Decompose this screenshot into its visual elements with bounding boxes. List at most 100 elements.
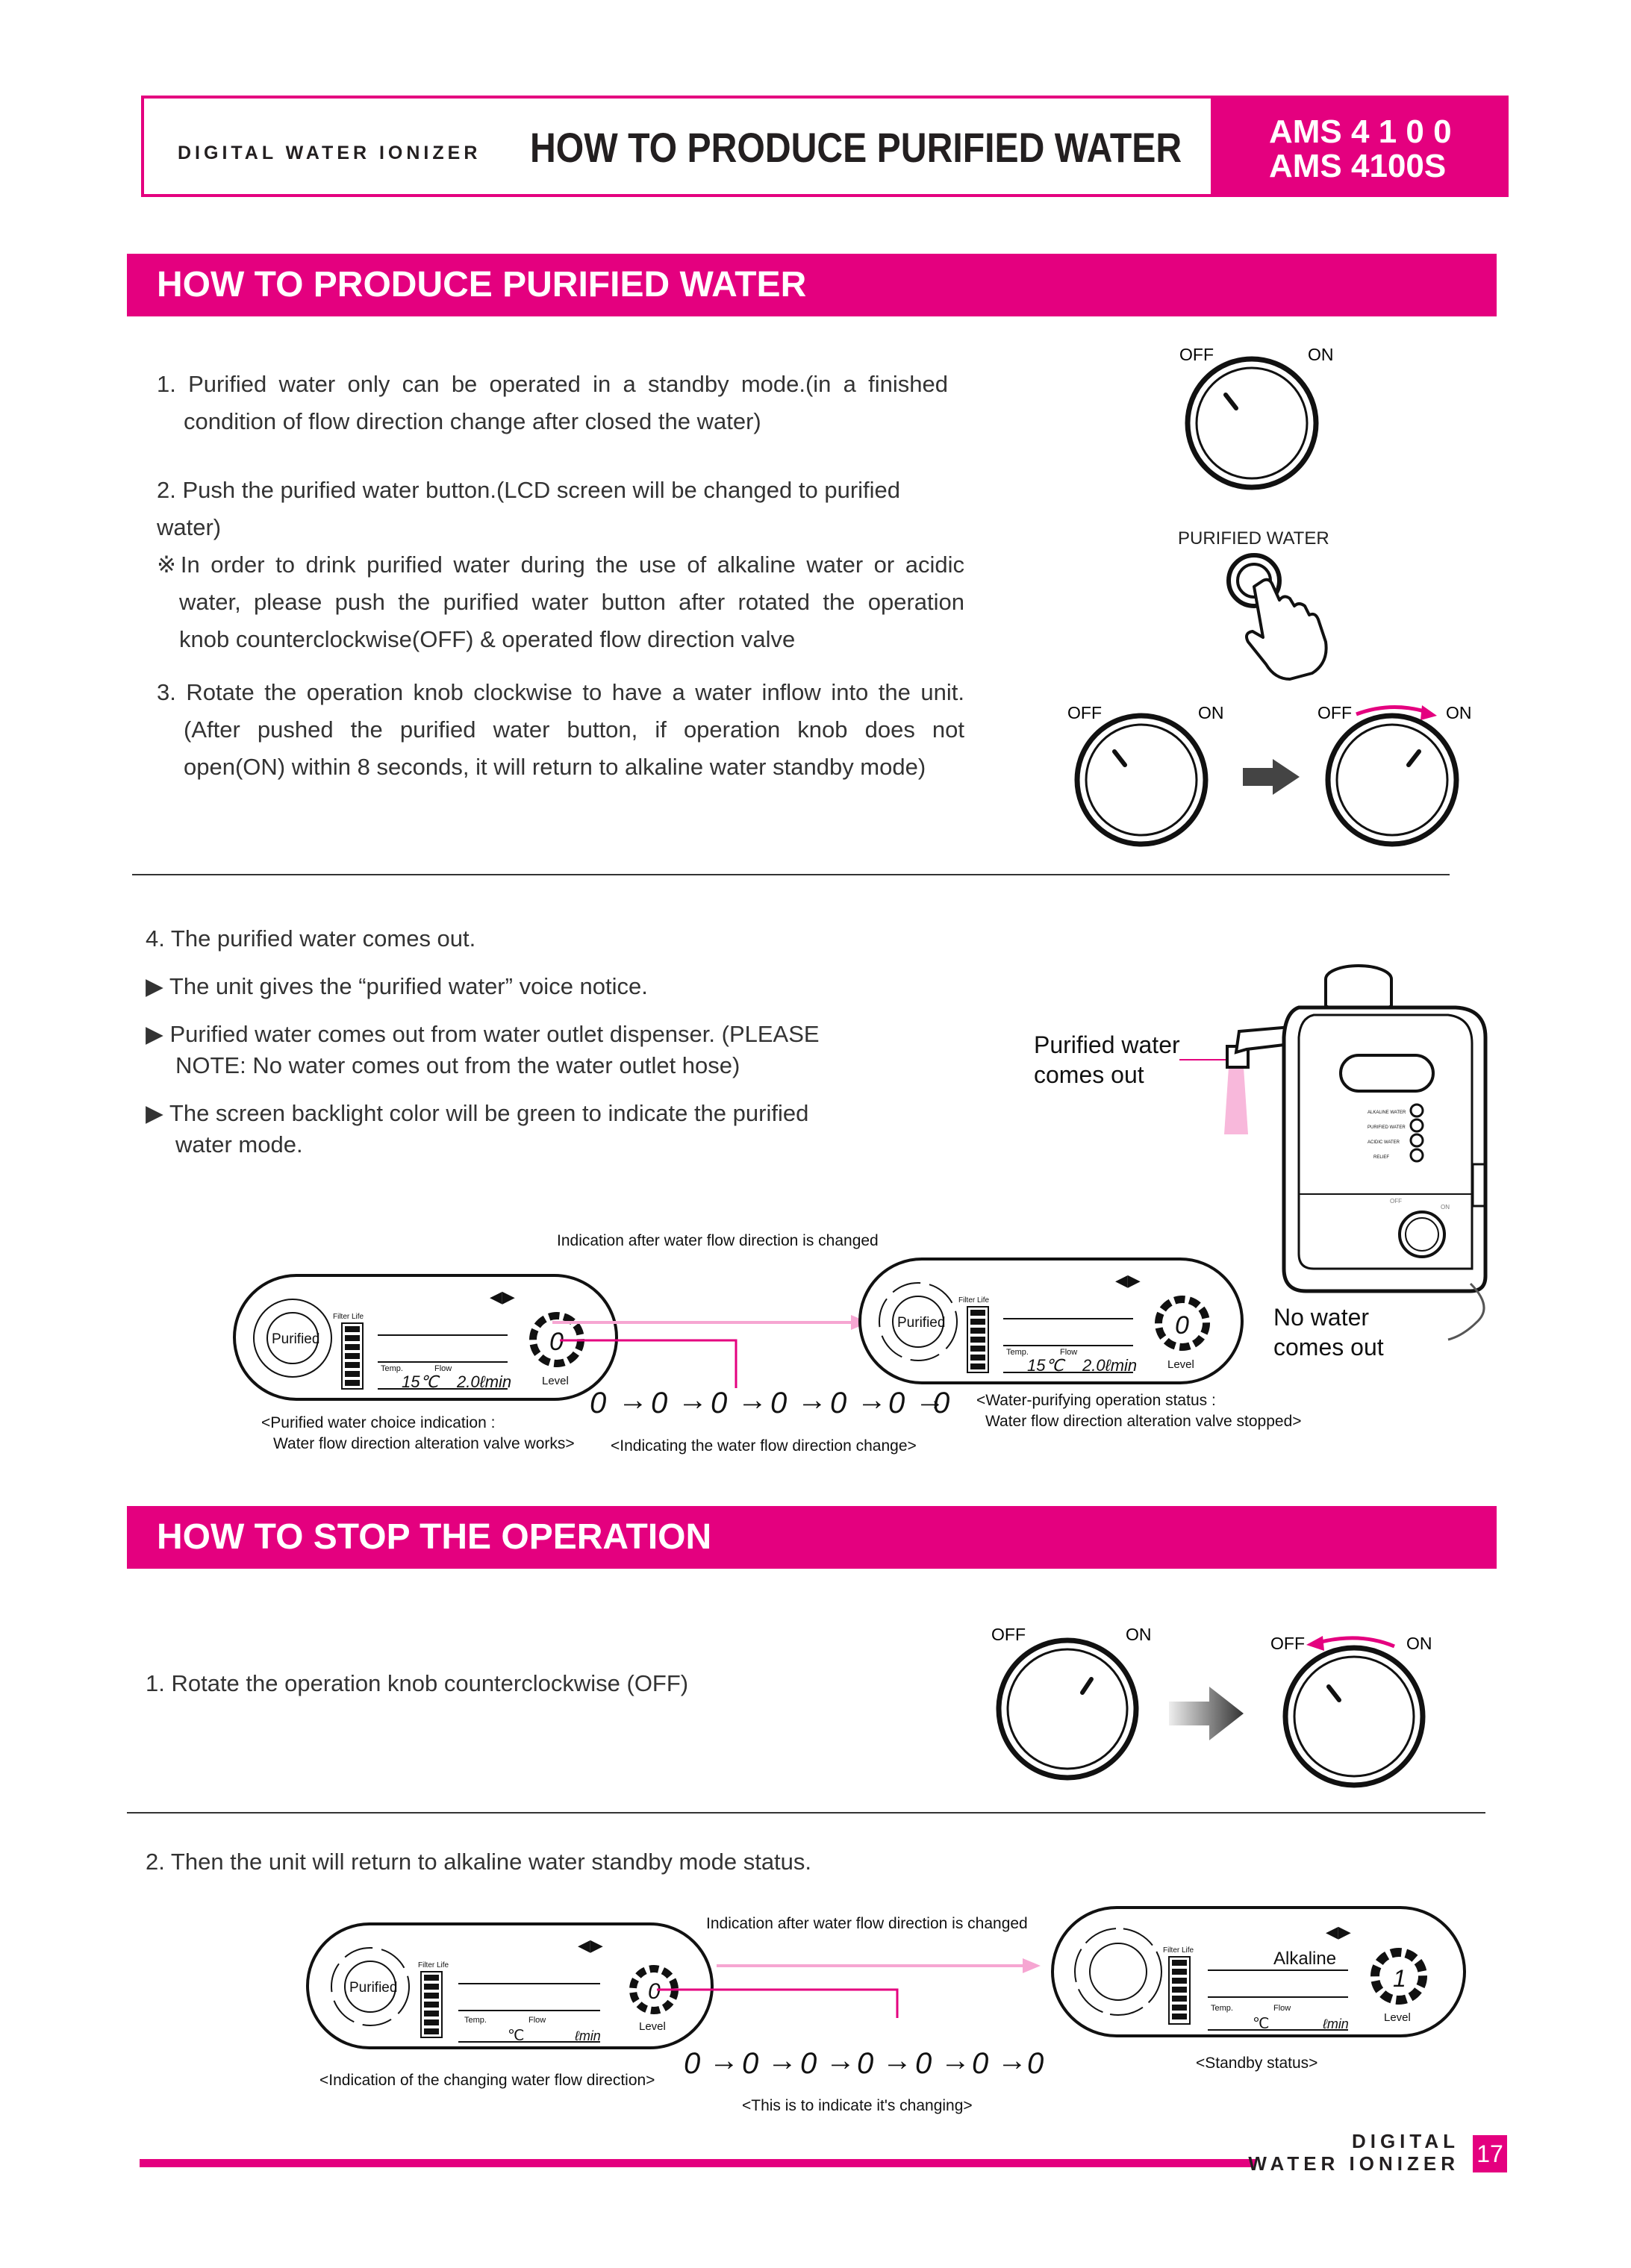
flow-label: Flow <box>1273 2004 1291 2013</box>
level-label: Level <box>639 2020 666 2033</box>
knob-on-label: ON <box>1308 345 1334 364</box>
hand-pointer-icon <box>1245 578 1328 681</box>
bullet-1: ▶ The unit gives the “purified water” vo… <box>146 971 892 1002</box>
digit-sequence: 0→ 0→ 0→ 0→ 0→ 0→ 0 <box>684 2044 1044 2080</box>
knob-rotate-off-illustration: OFF ON OFF ON <box>991 1625 1432 1788</box>
speaker-icon: ◀▶ <box>1115 1271 1141 1290</box>
lcd-mode-label: Purified <box>272 1331 319 1347</box>
step-3-line-2: (After pushed the purified water button,… <box>184 716 964 743</box>
svg-text:→: → <box>709 2044 739 2077</box>
caption-status-1: <Water-purifying operation status : <box>976 1392 1216 1409</box>
caption-changing: <Indicating the water flow direction cha… <box>611 1437 917 1455</box>
temp-unit: ℃ <box>508 2028 524 2044</box>
svg-text:→: → <box>826 2044 855 2077</box>
step-2: 2. Push the purified water button.(LCD s… <box>157 472 964 658</box>
step-1-line-2: condition of flow direction change after… <box>184 408 761 434</box>
filter-life-label: Filter Life <box>1163 1946 1194 1955</box>
flow-change-connector <box>657 1958 1041 2018</box>
speaker-icon: ◀▶ <box>490 1287 515 1306</box>
svg-text:→: → <box>915 1384 945 1416</box>
svg-text:→: → <box>857 1384 887 1416</box>
svg-text:0: 0 <box>590 1387 606 1419</box>
svg-text:→: → <box>797 1384 827 1416</box>
bullet-3: ▶ The screen backlight color will be gre… <box>146 1098 892 1129</box>
knob-off-illustration: OFF ON <box>1179 345 1334 490</box>
temp-label: Temp. <box>381 1364 403 1373</box>
footer-brand-line-2: WATER IONIZER <box>1248 2152 1459 2175</box>
step-2-line-1: 2. Push the purified water button.(LCD s… <box>157 477 901 540</box>
bullet-2: ▶ Purified water comes out from water ou… <box>146 1019 892 1050</box>
lcd-mode-label: Alkaline <box>1273 1949 1336 1969</box>
step-4: 4. The purified water comes out. ▶ The u… <box>146 923 892 1160</box>
flow-unit: ℓmin <box>574 2028 601 2043</box>
svg-text:→: → <box>882 2044 912 2077</box>
svg-text:→: → <box>997 2044 1027 2077</box>
svg-text:0: 0 <box>800 2047 817 2080</box>
water-out-line-1: Purified water <box>1034 1031 1180 1058</box>
temp-label: Temp. <box>464 2016 487 2025</box>
knob-off-label: OFF <box>1390 1198 1402 1205</box>
caption-standby: <Standby status> <box>1196 2055 1318 2072</box>
speaker-icon: ◀▶ <box>1326 1922 1351 1941</box>
svg-text:0: 0 <box>830 1387 846 1419</box>
divider <box>127 1812 1485 1814</box>
bullet-triangle-icon: ▶ <box>146 1100 169 1126</box>
filter-life-label: Filter Life <box>418 1961 449 1969</box>
header-subtitle: DIGITAL WATER IONIZER <box>178 143 481 163</box>
lcd-mode-label: Purified <box>349 1980 397 1996</box>
knob-on-label: ON <box>1441 1204 1450 1210</box>
knob-rotate-on-illustration: OFF ON OFF ON <box>1067 703 1472 847</box>
page-number: 17 <box>1473 2135 1507 2172</box>
bullet-3-line-1: The screen backlight color will be green… <box>169 1100 809 1126</box>
svg-text:0: 0 <box>888 1387 905 1419</box>
no-water-line-2: comes out <box>1273 1334 1384 1361</box>
svg-text:0: 0 <box>933 1387 949 1419</box>
section-banner-stop: HOW TO STOP THE OPERATION <box>127 1506 1497 1569</box>
clockwise-arrow-icon <box>1421 705 1437 720</box>
digit-sequence: 0→ 0→ 0→ 0→ 0→ 0→ 0 <box>590 1384 949 1419</box>
svg-text:0: 0 <box>684 2047 700 2080</box>
level-digit: 0 <box>549 1328 564 1356</box>
svg-text:→: → <box>737 1384 767 1416</box>
purified-button-label: PURIFIED WATER <box>1178 528 1329 549</box>
water-stream-icon <box>1224 1067 1248 1134</box>
caption-choice-2: Water flow direction alteration valve wo… <box>273 1435 575 1452</box>
knob-off-label: OFF <box>1179 345 1214 364</box>
knob-on-label: ON <box>1126 1625 1152 1644</box>
bullet-triangle-icon: ▶ <box>146 1021 170 1047</box>
flow-unit: ℓmin <box>1322 2016 1349 2031</box>
flow-label: Flow <box>1060 1348 1077 1357</box>
section-banner-produce: HOW TO PRODUCE PURIFIED WATER <box>127 254 1497 316</box>
level-digit: 0 <box>1175 1311 1189 1340</box>
lcd-purifying-status: Purified Filter Life Temp. Flow 15℃ 2.0ℓ… <box>858 1258 1244 1384</box>
divider <box>132 874 1450 875</box>
footer-brand-line-1: DIGITAL <box>1351 2130 1459 2152</box>
step-1: 1. Purified water only can be operated i… <box>157 366 948 440</box>
device-btn-label: RELIEF <box>1373 1155 1389 1160</box>
flow-change-connector <box>552 1315 869 1388</box>
water-out-line-2: comes out <box>1034 1061 1144 1088</box>
knob-off-label: OFF <box>1317 703 1352 722</box>
arrow-right-icon <box>1169 1687 1244 1740</box>
model-name-2: AMS 4100S <box>1269 148 1447 184</box>
step-2-note-3: knob counterclockwise(OFF) & operated fl… <box>179 626 796 652</box>
caption-indicate: <This is to indicate it's changing> <box>742 2097 973 2114</box>
svg-text:0: 0 <box>742 2047 758 2080</box>
level-label: Level <box>542 1375 569 1387</box>
filter-life-label: Filter Life <box>333 1313 364 1321</box>
indication-label: Indication after water flow direction is… <box>706 1915 1028 1932</box>
knob-on-label: ON <box>1446 703 1472 722</box>
temp-value: 15℃ <box>1027 1356 1065 1375</box>
step-2-note-1: ※In order to drink purified water during… <box>157 552 964 578</box>
svg-text:→: → <box>618 1384 648 1416</box>
caption-choice: <Purified water choice indication : Wate… <box>261 1413 575 1455</box>
flow-value: 2.0ℓmin <box>456 1372 511 1391</box>
bullet-2-line-1: Purified water comes out from water outl… <box>169 1021 820 1047</box>
page-title: HOW TO PRODUCE PURIFIED WATER <box>530 124 1182 171</box>
water-out-note: Purified water comes out <box>1034 1030 1180 1090</box>
bullet-2-line-2: NOTE: No water comes out from the water … <box>175 1052 740 1078</box>
no-water-line-1: No water <box>1273 1304 1370 1331</box>
svg-text:0: 0 <box>1027 2047 1044 2080</box>
level-digit: 0 <box>648 1979 661 2004</box>
device-btn-label: PURIFIED WATER <box>1368 1125 1406 1130</box>
